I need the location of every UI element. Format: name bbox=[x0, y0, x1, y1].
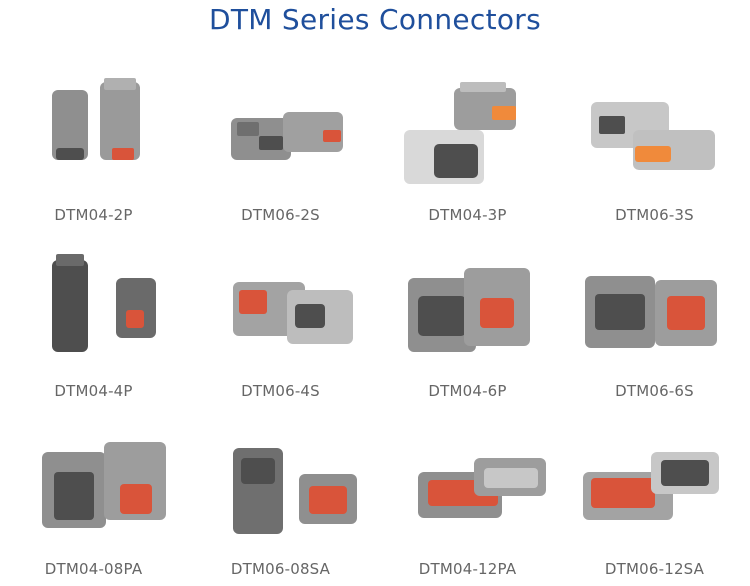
product-card[interactable]: DTM04-08PA bbox=[0, 414, 187, 584]
product-label: DTM06-2S bbox=[241, 206, 320, 224]
product-label: DTM06-12SA bbox=[604, 560, 705, 578]
product-card[interactable]: DTM04-3P bbox=[374, 60, 561, 230]
connector-image-dtm06-12sa bbox=[583, 452, 719, 520]
product-card[interactable]: DTM06-08SA bbox=[187, 414, 374, 584]
product-card[interactable]: DTM04-4P bbox=[0, 236, 187, 406]
product-label: DTM06-08SA bbox=[230, 560, 331, 578]
product-label: DTM04-4P bbox=[54, 382, 133, 400]
connector-image-dtm04-12pa bbox=[418, 458, 546, 518]
product-label: DTM04-08PA bbox=[44, 560, 143, 578]
page-title: DTM Series Connectors bbox=[208, 3, 542, 36]
connector-image-dtm06-4s bbox=[233, 282, 353, 344]
connector-image-dtm06-08sa bbox=[233, 448, 357, 534]
product-label: DTM06-3S bbox=[615, 206, 694, 224]
product-label: DTM04-2P bbox=[54, 206, 133, 224]
product-card[interactable]: DTM06-12SA bbox=[561, 414, 748, 584]
connector-image-dtm04-08pa bbox=[42, 442, 166, 528]
connector-image-dtm04-3p bbox=[404, 82, 516, 184]
product-card[interactable]: DTM06-6S bbox=[561, 236, 748, 406]
connector-image-dtm06-6s bbox=[585, 276, 717, 348]
connector-image-dtm04-6p bbox=[408, 268, 530, 352]
connector-image-dtm06-2s bbox=[231, 112, 343, 160]
product-label: DTM04-12PA bbox=[418, 560, 517, 578]
product-label: DTM06-6S bbox=[615, 382, 694, 400]
connector-image-dtm04-4p bbox=[52, 254, 156, 352]
product-card[interactable]: DTM06-2S bbox=[187, 60, 374, 230]
product-label: DTM04-6P bbox=[428, 382, 507, 400]
connector-image-dtm06-3s bbox=[591, 102, 715, 170]
product-card[interactable]: DTM04-6P bbox=[374, 236, 561, 406]
product-card[interactable]: DTM04-12PA bbox=[374, 414, 561, 584]
product-card[interactable]: DTM06-3S bbox=[561, 60, 748, 230]
product-card[interactable]: DTM04-2P bbox=[0, 60, 187, 230]
product-label: DTM04-3P bbox=[428, 206, 507, 224]
product-card[interactable]: DTM06-4S bbox=[187, 236, 374, 406]
connector-image-dtm04-2p bbox=[52, 78, 140, 160]
product-label: DTM06-4S bbox=[241, 382, 320, 400]
